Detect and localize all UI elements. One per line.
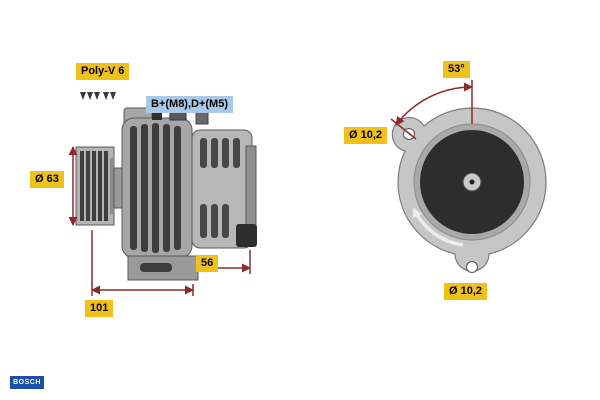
rear-housing bbox=[191, 129, 257, 249]
cooling-fins bbox=[130, 123, 181, 253]
rear-vent-slots bbox=[200, 138, 240, 238]
side-view bbox=[68, 92, 257, 296]
mounting-foot bbox=[127, 255, 199, 281]
rear-view bbox=[390, 80, 547, 273]
regulator-connector bbox=[236, 224, 257, 247]
shaft-center bbox=[469, 179, 475, 185]
rear-length-label: 56 bbox=[196, 255, 219, 272]
brand-logo: BOSCH bbox=[10, 376, 44, 389]
belt-profile-icon bbox=[80, 92, 116, 100]
belt-type-label: Poly-V 6 bbox=[76, 63, 130, 80]
top-hole-diameter-label: Ø 10,2 bbox=[344, 127, 388, 144]
dimension-101 bbox=[91, 230, 194, 296]
bottom-hole-diameter-label: Ø 10,2 bbox=[444, 283, 488, 300]
angle-annotation-53 bbox=[390, 82, 473, 140]
rotation-direction-arrow bbox=[412, 207, 464, 247]
mounting-hole-bottom bbox=[466, 261, 478, 273]
terminal-label: B+(M8),D+(M5) bbox=[146, 96, 234, 113]
overall-length-label: 101 bbox=[85, 300, 114, 317]
mount-angle-label: 53° bbox=[443, 61, 470, 78]
front-housing bbox=[121, 107, 193, 259]
pulley bbox=[75, 146, 115, 226]
pulley-diameter-label: Ø 63 bbox=[30, 171, 64, 188]
